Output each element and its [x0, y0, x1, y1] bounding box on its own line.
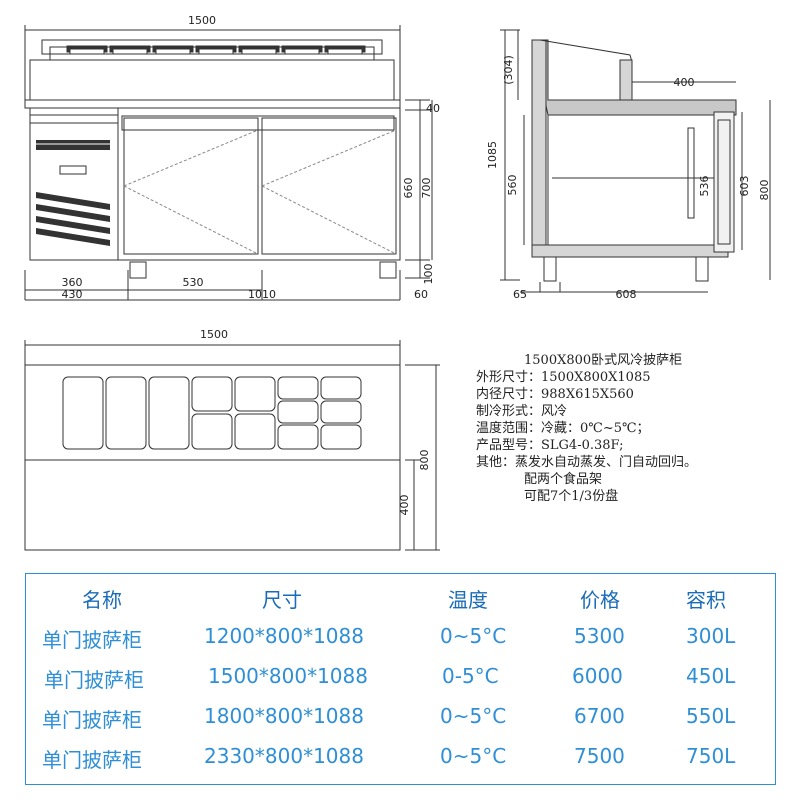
table-header: 名称 尺寸 温度 价格 容积 — [26, 578, 775, 618]
dim-front-width: 1500 — [188, 14, 216, 27]
dim-plan-800: 800 — [418, 450, 431, 471]
spec-line: 外形尺寸：1500X800X1085 — [476, 370, 651, 385]
side-view — [500, 29, 771, 293]
dim-side-400: 400 — [674, 76, 695, 89]
dim-left-430: 430 — [62, 288, 83, 301]
spec-title: 1500X800卧式风冷披萨柜 — [524, 353, 683, 368]
dim-right-60: 60 — [414, 288, 428, 301]
cell-temp: 0~5°C — [440, 744, 507, 768]
cell-name: 单门披萨柜 — [42, 628, 142, 652]
spec-line: 制冷形式：风冷 — [476, 404, 568, 419]
cell-volume: 300L — [686, 624, 736, 648]
cell-price: 6000 — [572, 664, 623, 688]
dim-side-800: 800 — [758, 180, 771, 201]
front-view — [24, 25, 433, 301]
spec-line: 内径尺寸：988X615X560 — [476, 387, 634, 402]
dim-leg-height: 100 — [422, 264, 435, 285]
header-size: 尺寸 — [262, 588, 302, 612]
dim-side-65: 65 — [513, 288, 527, 301]
cell-price: 5300 — [574, 624, 625, 648]
spec-line: 其他：蒸发水自动蒸发、门自动回归。 — [476, 455, 698, 470]
dim-door-530: 530 — [183, 276, 204, 289]
spec-extra: 配两个食品架 — [524, 472, 603, 487]
dim-top-height: 40 — [426, 102, 440, 115]
header-price: 价格 — [580, 588, 620, 612]
price-table: 名称 尺寸 温度 价格 容积 单门披萨柜 1200*800*1088 0~5°C… — [25, 573, 776, 785]
dim-side-603: 603 — [738, 176, 751, 197]
cell-volume: 550L — [686, 704, 736, 728]
table-row: 单门披萨柜 1800*800*1088 0~5°C 6700 550L — [26, 698, 775, 738]
dim-side-560: 560 — [506, 175, 519, 196]
dim-plan-width: 1500 — [200, 328, 228, 341]
spec-block: 1500X800卧式风冷披萨柜 外形尺寸：1500X800X1085 内径尺寸：… — [476, 352, 776, 505]
cell-temp: 0~5°C — [440, 704, 507, 728]
cell-size: 2330*800*1088 — [204, 744, 364, 768]
plan-view — [24, 340, 440, 551]
table-row: 单门披萨柜 1200*800*1088 0~5°C 5300 300L — [26, 618, 775, 658]
header-name: 名称 — [82, 588, 122, 612]
table-row: 单门披萨柜 2330*800*1088 0~5°C 7500 750L — [26, 738, 775, 778]
dim-total-body: 700 — [420, 178, 433, 199]
spec-extra: 可配7个1/3份盘 — [524, 489, 619, 504]
cell-size: 1500*800*1088 — [208, 664, 368, 688]
cell-price: 7500 — [574, 744, 625, 768]
spec-line: 温度范围：冷藏：0℃~5℃； — [476, 421, 650, 436]
cell-size: 1200*800*1088 — [204, 624, 364, 648]
technical-drawing: 1500 40 660 700 100 360 430 530 1010 60 … — [24, 14, 772, 551]
dim-side-608: 608 — [616, 288, 637, 301]
cell-volume: 450L — [686, 664, 736, 688]
dim-side-304: (304) — [502, 55, 515, 85]
dim-plan-400: 400 — [398, 495, 411, 516]
spec-line: 产品型号：SLG4-0.38F; — [476, 438, 624, 453]
cell-name: 单门披萨柜 — [42, 748, 142, 772]
cell-temp: 0-5°C — [442, 664, 499, 688]
dim-left-360: 360 — [62, 276, 83, 289]
dim-body-height: 660 — [402, 178, 415, 199]
dim-body-1010: 1010 — [248, 288, 276, 301]
cell-temp: 0~5°C — [440, 624, 507, 648]
dim-side-1085: 1085 — [486, 141, 499, 169]
dimension-labels: 1500 40 660 700 100 360 430 530 1010 60 … — [62, 14, 772, 516]
dim-side-536: 536 — [698, 176, 711, 197]
cell-size: 1800*800*1088 — [204, 704, 364, 728]
table-row: 单门披萨柜 1500*800*1088 0-5°C 6000 450L — [26, 658, 775, 698]
cell-name: 单门披萨柜 — [42, 708, 142, 732]
cell-price: 6700 — [574, 704, 625, 728]
header-temp: 温度 — [448, 588, 488, 612]
cell-volume: 750L — [686, 744, 736, 768]
cell-name: 单门披萨柜 — [44, 668, 144, 692]
header-volume: 容积 — [686, 588, 726, 612]
